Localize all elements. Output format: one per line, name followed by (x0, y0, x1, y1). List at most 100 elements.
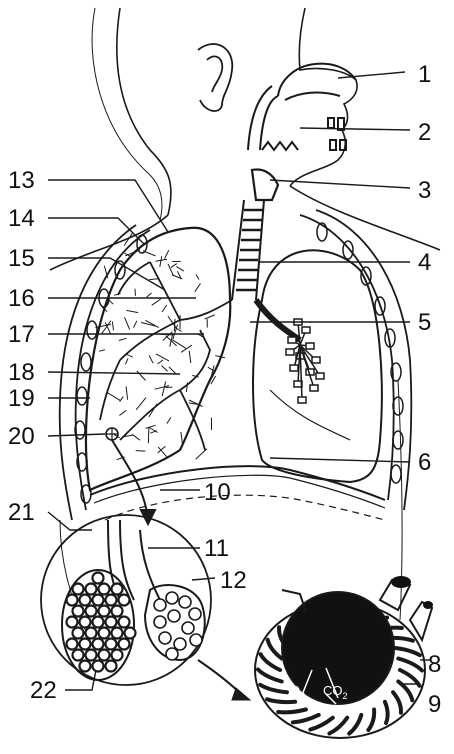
capillary-cell (119, 639, 130, 650)
bronchiole-twig (160, 256, 162, 267)
capillary-strand (310, 718, 333, 730)
alveolar-sac (166, 592, 178, 604)
right-alveolus (302, 327, 310, 333)
bronchiole-twig (99, 350, 105, 352)
capillary-cell (93, 639, 104, 650)
bronchiole-twig (136, 398, 146, 410)
capillary-cell (86, 584, 97, 595)
callout-13: 13 (8, 167, 35, 194)
capillary-cell (106, 639, 117, 650)
bronchus-branch (100, 360, 120, 420)
capillary-cell (119, 617, 130, 628)
capillary-cell (112, 606, 123, 617)
right-alveolus (290, 365, 298, 371)
diaphragm (90, 466, 385, 520)
capillary-cell (112, 650, 123, 661)
callout-2: 2 (418, 119, 431, 146)
capillary-cell (86, 650, 97, 661)
capillary-strand (368, 710, 374, 731)
alveolar-sac (154, 599, 166, 611)
capillary-cell (73, 606, 84, 617)
bronchiole-twig (136, 451, 146, 452)
magnify-arrow (112, 440, 155, 524)
callout-14: 14 (8, 205, 35, 232)
callout-12: 12 (220, 567, 247, 594)
bronchiole-twig (205, 315, 215, 319)
capillary-cell (86, 628, 97, 639)
capillary-cell (93, 617, 104, 628)
bronchiole-twig (119, 338, 127, 340)
bronchiole-twig (149, 356, 153, 364)
right-alveolus (306, 343, 314, 349)
callout-11: 11 (204, 535, 229, 562)
callout-16: 16 (8, 285, 35, 312)
left-lung (86, 228, 230, 490)
bronchiole-twig (176, 266, 184, 271)
capillary-cell (99, 628, 110, 639)
bronchiole-twig (147, 293, 152, 297)
capillary-cell (67, 617, 78, 628)
capillary-cell (106, 661, 117, 672)
bronchiole-twig (119, 410, 126, 415)
callout-5: 5 (418, 309, 431, 336)
callout-15: 15 (8, 245, 35, 272)
rib-section (77, 387, 87, 405)
capillary-strand (349, 715, 361, 734)
bronchiole-twig (189, 351, 191, 363)
alveolar-sac (182, 622, 194, 634)
capillary-cell (86, 606, 97, 617)
rib-section (87, 321, 97, 339)
bronchiole-twig (126, 359, 129, 365)
capillary-cell (93, 595, 104, 606)
upper-airway (248, 64, 356, 200)
right-alveolus (316, 373, 324, 379)
capillary-cell (99, 650, 110, 661)
bronchiole-twig (171, 264, 177, 268)
bronchiole-twig (95, 324, 111, 327)
capillary-cell (99, 606, 110, 617)
capillary-cell (93, 573, 104, 584)
callout-6: 6 (418, 449, 431, 476)
bronchiole-twig (196, 449, 207, 459)
alveolar-sac (166, 648, 178, 660)
capillary-cell (73, 584, 84, 595)
callout-3: 3 (418, 177, 431, 204)
rib-section (391, 465, 401, 483)
capillary-strand (267, 699, 295, 702)
bronchiole-twig (186, 382, 187, 392)
callout-20: 20 (8, 423, 35, 450)
callout-10: 10 (204, 479, 231, 506)
capillary-cell (80, 595, 91, 606)
rib-section (81, 353, 91, 371)
capillary-cell (93, 661, 104, 672)
capillary-cell (119, 595, 130, 606)
bronchiole-twig (162, 381, 166, 396)
callout-9: 9 (428, 691, 441, 718)
bronchiole-twig (168, 264, 174, 276)
single-alveolus (255, 576, 433, 738)
callout-1: 1 (418, 61, 431, 88)
bronchiole-twig (107, 392, 120, 400)
bronchiole-twig (162, 305, 167, 312)
callout-18: 18 (8, 359, 35, 386)
capillary-strand (278, 710, 306, 713)
bronchiole-twig (125, 317, 130, 329)
bronchus-branch (150, 262, 180, 320)
bronchiole-twig (132, 434, 140, 440)
bronchiole-twig (112, 322, 113, 331)
bronchiole-twig (174, 319, 175, 332)
capillary-cell (80, 639, 91, 650)
capillary-strand (260, 685, 287, 693)
capillary-cell (112, 628, 123, 639)
capillary-cell (73, 628, 84, 639)
bronchiole-twig (126, 310, 138, 312)
capillary-cell (99, 584, 110, 595)
capillary-cell (106, 595, 117, 606)
capillary-strand (385, 702, 388, 723)
right-lung (253, 250, 382, 482)
capillary-cell (112, 584, 123, 595)
alveolar-sac (190, 634, 202, 646)
bronchiole-twig (152, 299, 161, 305)
capillary-cell (67, 639, 78, 650)
